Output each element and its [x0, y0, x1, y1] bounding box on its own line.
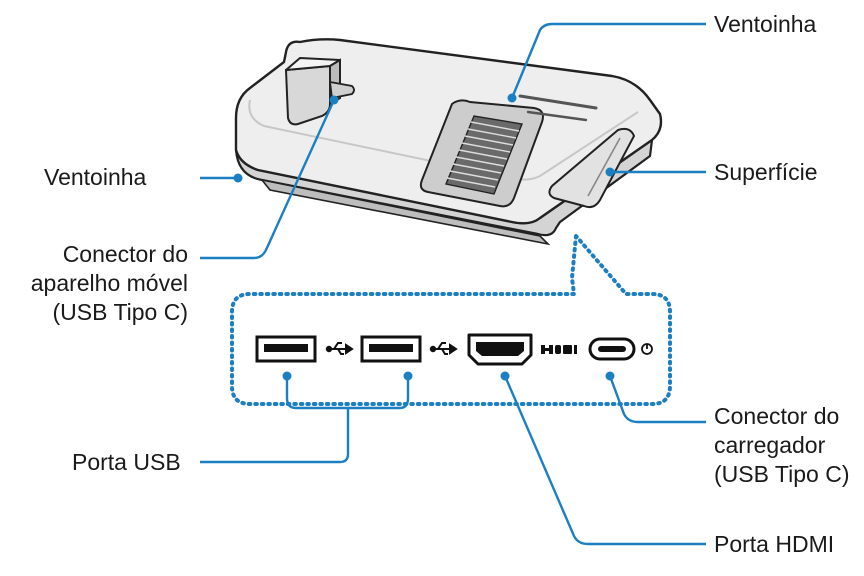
charger-connector-label: Conector do carregador (USB Tipo C): [714, 402, 849, 489]
fan-left-label: Ventoinha: [44, 164, 147, 190]
dock-device: [234, 38, 663, 246]
mobile-connector-line-2: aparelho móvel: [30, 270, 188, 296]
charger-connector-line-2: carregador: [714, 432, 826, 458]
mobile-connector-label: Conector do aparelho móvel (USB Tipo C): [31, 240, 188, 327]
leader-dots: [233, 93, 615, 381]
usb-symbol-icon: [429, 342, 458, 355]
charger-connector-line-1: Conector do: [714, 403, 840, 429]
hdmi-port-label: Porta HDMI: [714, 531, 835, 557]
charger-connector-line-3: (USB Tipo C): [714, 461, 850, 487]
leader-lines: [200, 22, 706, 546]
hdmi-port: [467, 333, 533, 366]
hdmi-logo-icon: [541, 345, 577, 354]
mobile-connector-line-1: Conector do: [62, 241, 188, 267]
usb-port-1: [255, 335, 317, 363]
power-icon: [641, 343, 653, 355]
usb-symbol-icon: [325, 342, 354, 355]
usb-port-label: Porta USB: [72, 449, 181, 475]
fan-top-label: Ventoinha: [714, 11, 817, 37]
port-callout-outline: [230, 234, 672, 406]
usb-port-2: [360, 335, 422, 363]
usb-c-charger-port: [588, 337, 636, 361]
mobile-connector-line-3: (USB Tipo C): [52, 299, 188, 325]
surface-label: Superfície: [714, 159, 818, 185]
